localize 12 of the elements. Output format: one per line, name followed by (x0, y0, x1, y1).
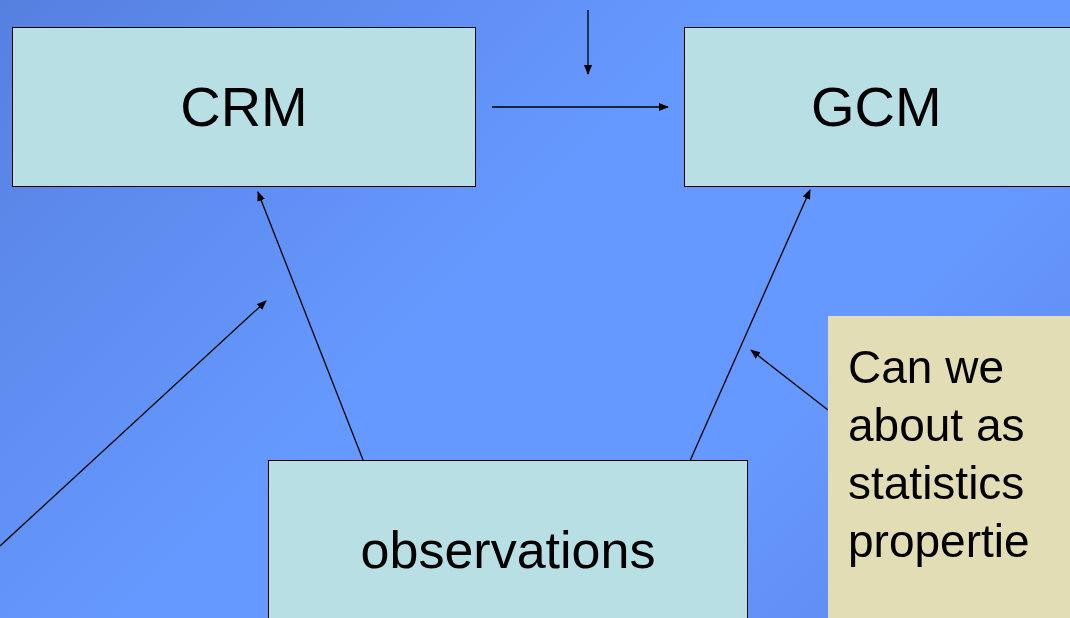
model-box (684, 27, 1070, 187)
callout-box (828, 316, 1070, 618)
arrow (491, 103, 669, 111)
model-box (12, 27, 476, 187)
arrow (257, 191, 364, 461)
leader-line (750, 349, 829, 411)
node-label: GCM (811, 74, 942, 140)
node-label: Can we about as statistics propertie (848, 340, 1031, 569)
observations-box (268, 460, 748, 618)
node-label: observations (360, 520, 656, 581)
arrow (689, 189, 811, 461)
node-label: CRM (180, 74, 308, 140)
